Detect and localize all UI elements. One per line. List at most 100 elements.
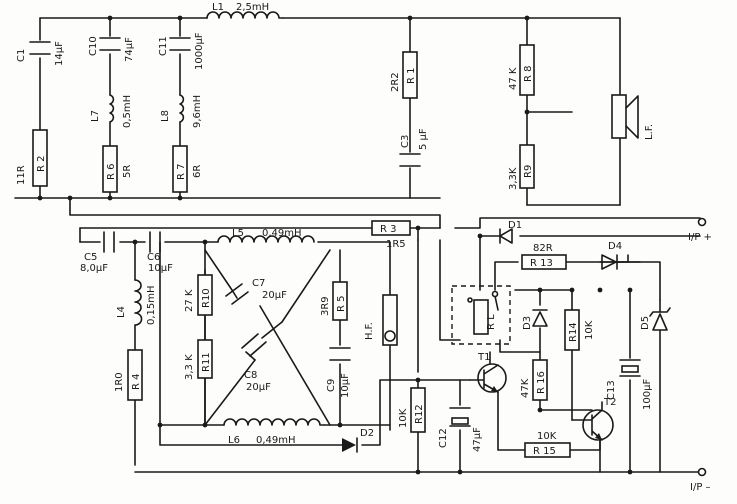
capacitor-c1[interactable]: C1 14μF bbox=[16, 41, 65, 66]
label-ref: R12 bbox=[414, 404, 425, 424]
label-value: 2,5mH bbox=[236, 2, 269, 13]
resistor-r8[interactable]: R 8 47 K bbox=[508, 44, 535, 96]
inductor-l4[interactable]: L4 0,15mH bbox=[116, 279, 157, 326]
resistor-r9[interactable]: R9 3,3K bbox=[508, 144, 535, 190]
label-value: 3,3 K bbox=[184, 354, 195, 380]
label-ref: D2 bbox=[360, 428, 374, 439]
label-ref: L8 bbox=[160, 110, 171, 122]
label-ref: H.F. bbox=[364, 322, 375, 340]
speaker-hf-icon[interactable]: H.F. bbox=[364, 294, 398, 346]
capacitor-c5[interactable]: C5 8,0μF bbox=[80, 231, 115, 274]
relay-rl[interactable]: R L bbox=[451, 285, 511, 345]
terminal-in-plus[interactable]: I/P + bbox=[688, 217, 712, 244]
label-ref: D5 bbox=[640, 316, 651, 330]
label-ref: R 16 bbox=[536, 371, 547, 394]
label-value: 100μF bbox=[642, 379, 653, 410]
label-ref: R 4 bbox=[131, 374, 142, 391]
label-ref: R 15 bbox=[533, 446, 556, 457]
capacitor-c11[interactable]: C11 1000μF bbox=[158, 32, 205, 70]
label-value: 0,49mH bbox=[262, 228, 302, 239]
label-ref: C11 bbox=[158, 36, 169, 56]
label-ref: T1 bbox=[477, 352, 490, 363]
terminal-in-minus[interactable]: I/P – bbox=[690, 467, 711, 494]
inductor-l5[interactable]: L5 0,49mH bbox=[217, 228, 315, 243]
capacitor-c7[interactable]: C7 20μF bbox=[225, 278, 287, 305]
label-value: 5 μF bbox=[418, 128, 429, 150]
label-ref: C12 bbox=[438, 428, 449, 448]
label-ref: R 7 bbox=[176, 164, 187, 181]
label-value: 3,3K bbox=[508, 167, 519, 190]
label-value: 1000μF bbox=[194, 32, 205, 70]
label-ref: R L bbox=[486, 314, 497, 330]
terminal-label: I/P – bbox=[690, 482, 711, 493]
label-value: 5R bbox=[122, 165, 133, 178]
label-ref: D1 bbox=[508, 220, 522, 231]
label-value: 11R bbox=[16, 165, 27, 185]
label-ref: R 13 bbox=[530, 258, 553, 269]
resistor-r11[interactable]: R11 3,3 K bbox=[184, 339, 213, 380]
resistor-r16[interactable]: R 16 47K bbox=[520, 359, 548, 401]
diode-d5[interactable]: D5 bbox=[640, 299, 671, 331]
capacitor-c8[interactable]: C8 20μF bbox=[241, 321, 283, 393]
label-ref: R 3 bbox=[380, 224, 397, 235]
capacitor-c3[interactable]: C3 5 μF bbox=[399, 128, 429, 167]
label-value: 20μF bbox=[246, 382, 271, 393]
diode-d3[interactable]: D3 bbox=[522, 309, 548, 330]
label-ref: D3 bbox=[522, 316, 533, 330]
diode-d4[interactable]: D4 bbox=[601, 241, 622, 270]
label-ref: L.F. bbox=[644, 124, 655, 140]
resistor-r15[interactable]: R 15 10K bbox=[524, 431, 571, 458]
label-value: 1R5 bbox=[386, 239, 406, 250]
terminal-label: I/P + bbox=[688, 232, 712, 243]
junctions bbox=[37, 15, 633, 475]
resistor-r13[interactable]: R 13 82R bbox=[521, 243, 567, 270]
diode-d2[interactable]: D2 bbox=[342, 428, 374, 453]
transistor-t1[interactable]: T1 bbox=[469, 352, 507, 393]
resistor-r10[interactable]: R10 27 K bbox=[184, 274, 213, 316]
capacitor-c10[interactable]: C10 74μF bbox=[88, 36, 135, 62]
label-value: 47 K bbox=[508, 67, 519, 90]
label-value: 2R2 bbox=[390, 72, 401, 92]
label-value: 10K bbox=[537, 431, 557, 442]
label-value: 10μF bbox=[148, 263, 173, 274]
label-ref: C6 bbox=[147, 252, 160, 263]
label-value: 8,0μF bbox=[80, 263, 108, 274]
label-value: 9,6mH bbox=[192, 95, 203, 128]
capacitor-c9[interactable]: C9 10μF bbox=[326, 347, 351, 398]
resistor-r4[interactable]: R 4 1R0 bbox=[114, 349, 143, 401]
resistor-r12[interactable]: R12 10K bbox=[398, 387, 426, 433]
label-value: 27 K bbox=[184, 289, 195, 312]
resistor-r14[interactable]: R14 10K bbox=[564, 309, 595, 351]
capacitor-c12[interactable]: C12 47μF bbox=[438, 407, 483, 452]
label-ref: R11 bbox=[201, 352, 212, 372]
label-ref: D4 bbox=[608, 241, 622, 252]
inductor-l7[interactable]: L7 0,5mH bbox=[90, 94, 133, 128]
label-ref: C3 bbox=[400, 135, 411, 148]
label-ref: C9 bbox=[326, 379, 337, 392]
label-ref: C13 bbox=[606, 380, 617, 400]
label-ref: R 5 bbox=[336, 296, 347, 313]
label-value: 47μF bbox=[472, 427, 483, 452]
label-value: 10K bbox=[398, 408, 409, 428]
resistor-r5[interactable]: R 5 3R9 bbox=[320, 281, 348, 321]
inductor-l6[interactable]: L6 0,49mH bbox=[223, 418, 325, 446]
resistor-r7[interactable]: R 7 6R bbox=[172, 145, 203, 193]
diode-d1[interactable]: D1 bbox=[499, 220, 522, 244]
capacitor-c13[interactable]: C13 100μF bbox=[606, 359, 653, 410]
label-ref: L7 bbox=[90, 110, 101, 122]
resistor-r2[interactable]: R 2 11R bbox=[16, 129, 48, 187]
speaker-lf-icon[interactable]: L.F. bbox=[611, 94, 655, 140]
transistor-t2[interactable]: T2 bbox=[571, 397, 616, 441]
label-ref: R 6 bbox=[106, 164, 117, 181]
resistor-r3[interactable]: R 3 1R5 bbox=[371, 220, 411, 250]
label-value: 20μF bbox=[262, 290, 287, 301]
label-value: 14μF bbox=[54, 41, 65, 66]
capacitor-c6[interactable]: C6 10μF bbox=[147, 231, 173, 274]
resistor-r1[interactable]: R 1 2R2 bbox=[390, 51, 418, 99]
wiring bbox=[14, 17, 701, 473]
inductor-l8[interactable]: L8 9,6mH bbox=[160, 94, 203, 128]
resistor-r6[interactable]: R 6 5R bbox=[102, 145, 133, 193]
label-value: 82R bbox=[533, 243, 553, 254]
inductor-l1[interactable]: L1 2,5mH bbox=[206, 2, 284, 19]
label-value: 3R9 bbox=[320, 296, 331, 316]
